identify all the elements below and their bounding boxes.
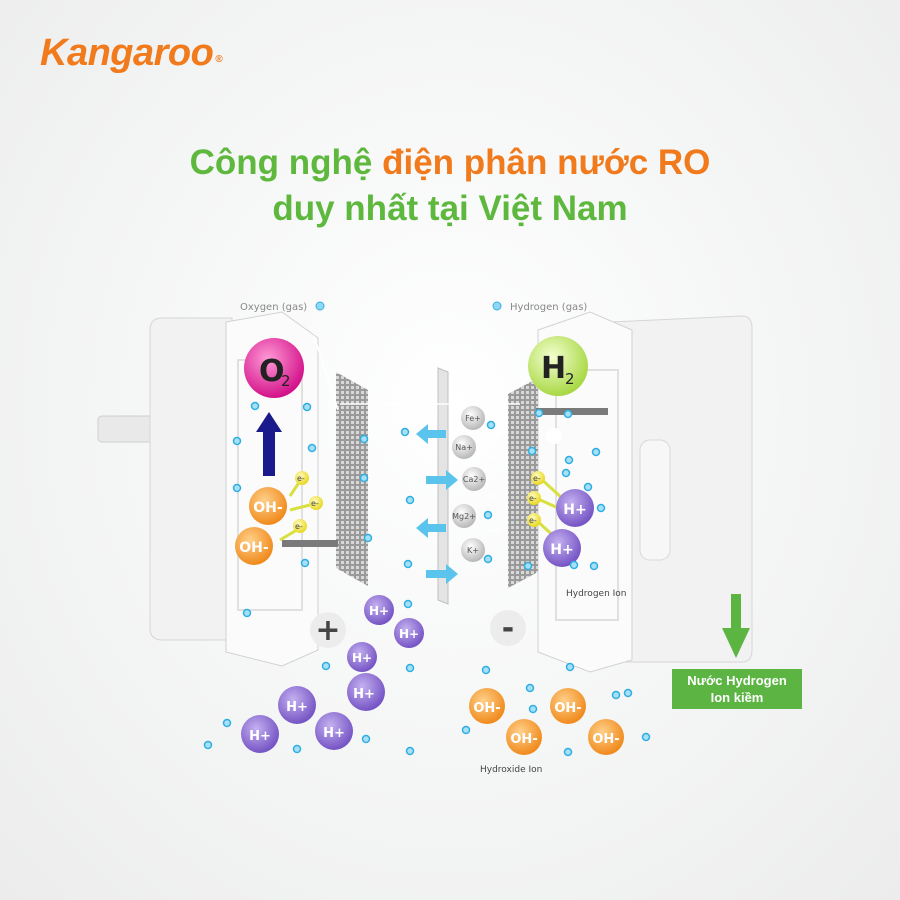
hole-icon <box>546 428 562 444</box>
electron-icons: e- e- e- e- e- e- <box>293 471 545 533</box>
svg-text:OH-: OH- <box>473 701 500 716</box>
hydrogen-ion: H+ <box>278 686 316 724</box>
svg-text:Ca2+: Ca2+ <box>463 475 485 484</box>
hydrogen-gas-label: Hydrogen (gas) <box>510 302 587 313</box>
output-down-arrow <box>722 594 750 658</box>
svg-text:e-: e- <box>529 516 537 525</box>
svg-text:H+: H+ <box>563 502 586 518</box>
svg-text:Na+: Na+ <box>455 443 473 452</box>
bubble-icon <box>492 301 502 311</box>
hydroxide-ion: OH- <box>588 719 624 755</box>
oxygen-up-arrow <box>256 412 282 476</box>
hydroxide-ion: OH- <box>506 719 542 755</box>
kangaroo-logo: Kangaroo® <box>40 32 223 74</box>
output-label-line1: Nước Hydrogen <box>687 673 787 688</box>
membrane <box>437 367 449 605</box>
svg-text:OH-: OH- <box>253 500 283 516</box>
negative-terminal <box>490 610 526 646</box>
svg-text:e-: e- <box>533 474 541 483</box>
svg-text:H+: H+ <box>323 726 345 741</box>
svg-text:OH-: OH- <box>510 732 537 747</box>
title-prefix: Công nghệ <box>189 143 373 182</box>
water-bubbles <box>203 401 651 757</box>
minus-sign: - <box>502 611 514 646</box>
svg-text:OH-: OH- <box>554 701 581 716</box>
svg-text:H+: H+ <box>353 687 375 702</box>
output-label-box: Nước Hydrogen Ion kiềm <box>672 669 802 709</box>
hydrogen-ion: H+ <box>347 673 385 711</box>
svg-text:H: H <box>541 351 566 386</box>
svg-text:H+: H+ <box>399 627 419 641</box>
svg-text:e-: e- <box>529 494 537 503</box>
anode-rod <box>282 540 338 547</box>
svg-text:H+: H+ <box>249 729 271 744</box>
headline: Công nghệ điện phân nước RO duy nhất tại… <box>0 140 900 232</box>
svg-text:2: 2 <box>565 370 575 388</box>
hydrogen-ion: H+ <box>315 712 353 750</box>
pointer-line <box>313 335 339 411</box>
cathode-mesh <box>508 378 538 588</box>
title-line2: duy nhất tại Việt Nam <box>272 189 628 228</box>
hydrogen-ion: H+ <box>364 595 394 625</box>
ion-flow-arrows <box>416 424 458 584</box>
hydrogen-ion: H+ <box>241 715 279 753</box>
hydroxide-ion: OH- <box>235 527 273 565</box>
svg-text:Mg2+: Mg2+ <box>452 512 476 521</box>
positive-terminal <box>310 612 346 648</box>
svg-text:e-: e- <box>311 499 319 508</box>
svg-text:H+: H+ <box>369 604 389 618</box>
hydrogen-ion: H+ <box>543 529 581 567</box>
hydroxide-ion-label: Hydroxide Ion <box>480 765 542 775</box>
hydrogen-ion: H+ <box>394 618 424 648</box>
title-highlight: điện phân nước RO <box>382 143 711 182</box>
hydroxide-ion: OH- <box>469 688 505 724</box>
svg-text:H+: H+ <box>550 542 573 558</box>
svg-text:H+: H+ <box>286 700 308 715</box>
plus-sign: + <box>315 613 340 648</box>
svg-text:K+: K+ <box>467 546 479 555</box>
hydroxide-ion: OH- <box>249 487 287 525</box>
svg-text:e-: e- <box>295 522 303 531</box>
hydroxide-ion: OH- <box>550 688 586 724</box>
oxygen-gas-label: Oxygen (gas) <box>240 302 307 313</box>
output-label-line2: Ion kiềm <box>710 690 764 705</box>
hydrogen-ion-label: Hydrogen Ion <box>566 589 627 599</box>
svg-text:e-: e- <box>297 474 305 483</box>
anode-mesh <box>336 372 368 586</box>
svg-text:OH-: OH- <box>592 732 619 747</box>
hydrogen-ion: H+ <box>556 489 594 527</box>
mineral-ions: Fe+ Na+ Ca2+ Mg2+ K+ <box>452 406 486 562</box>
cathode-rod <box>536 408 608 415</box>
svg-text:OH-: OH- <box>239 540 269 556</box>
svg-text:H+: H+ <box>352 651 372 665</box>
svg-text:O: O <box>259 354 285 389</box>
hydrogen-ion: H+ <box>347 642 377 672</box>
h2-molecule: H 2 <box>528 336 588 396</box>
bubble-icon <box>315 301 325 311</box>
o2-molecule: O 2 <box>244 338 304 398</box>
svg-text:Fe+: Fe+ <box>465 414 481 423</box>
svg-text:2: 2 <box>281 372 291 390</box>
flow-lines <box>484 433 502 531</box>
